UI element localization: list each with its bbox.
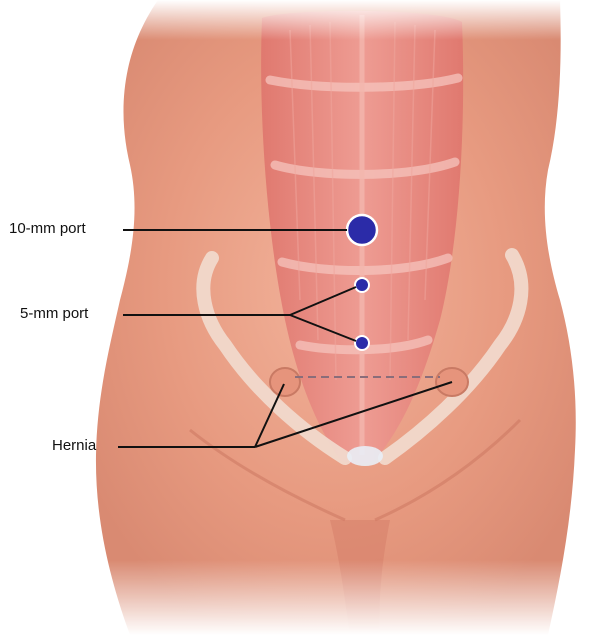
- port-5mm-lower-marker: [355, 336, 369, 350]
- hernia-label: Hernia: [52, 437, 96, 455]
- port-5mm-label: 5-mm port: [20, 305, 88, 323]
- port-10mm-marker: [347, 215, 377, 245]
- left-hernia-bulge: [270, 368, 300, 396]
- pubic-symphysis: [347, 446, 383, 466]
- port-10mm-label: 10-mm port: [9, 220, 86, 238]
- port-5mm-upper-marker: [355, 278, 369, 292]
